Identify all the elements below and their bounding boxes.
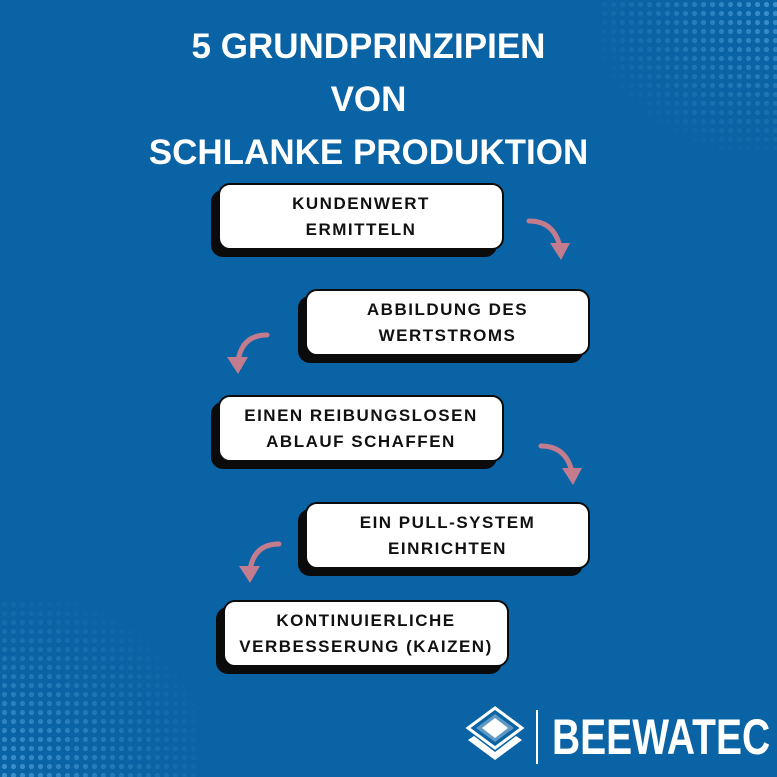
step-4-label: EIN PULL-SYSTEM EINRICHTEN (305, 502, 590, 569)
step-1-label: KUNDENWERT ERMITTELN (218, 183, 504, 250)
title-line-2: VON (330, 80, 407, 119)
step-2-label: ABBILDUNG DES WERTSTROMS (305, 289, 590, 356)
curved-arrow-icon (526, 218, 570, 260)
step-4-card: EIN PULL-SYSTEM EINRICHTEN (298, 502, 590, 576)
page-title: 5 GRUNDPRINZIPIEN VON SCHLANKE PRODUKTIO… (60, 20, 677, 179)
beewatec-logo-icon (465, 706, 525, 760)
step-5-card: KONTINUIERLICHE VERBESSERUNG (KAIZEN) (216, 600, 509, 674)
halftone-pattern-bottom-left (0, 600, 200, 777)
brand-logo: BEEWATEC (460, 700, 770, 772)
step-3-label: EINEN REIBUNGSLOSEN ABLAUF SCHAFFEN (218, 395, 504, 462)
step-1-card: KUNDENWERT ERMITTELN (211, 183, 504, 257)
curved-arrow-icon (538, 443, 582, 485)
curved-arrow-icon (239, 541, 282, 583)
curved-arrow-icon (227, 332, 270, 374)
brand-name: BEEWATEC (552, 709, 771, 765)
halftone-pattern-top-right (600, 0, 777, 150)
step-3-card: EINEN REIBUNGSLOSEN ABLAUF SCHAFFEN (211, 395, 504, 469)
step-2-card: ABBILDUNG DES WERTSTROMS (298, 289, 590, 363)
logo-divider (536, 710, 538, 764)
step-5-label: KONTINUIERLICHE VERBESSERUNG (KAIZEN) (223, 600, 509, 667)
title-line-3: SCHLANKE PRODUKTION (148, 133, 589, 172)
title-line-1: 5 GRUNDPRINZIPIEN (191, 27, 546, 66)
